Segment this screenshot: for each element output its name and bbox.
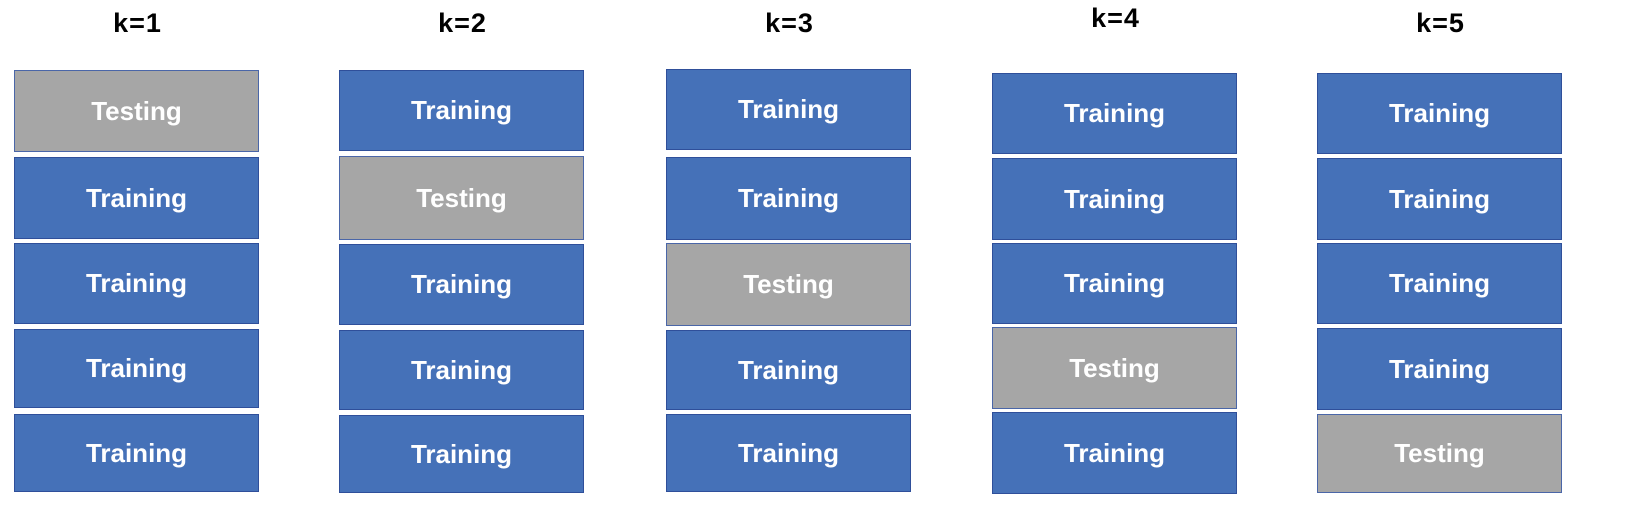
fold-box-testing: Testing [1317, 414, 1562, 493]
fold-title: k=4 [1091, 3, 1140, 33]
fold-box-training: Training [666, 330, 911, 410]
fold-box-training: Training [992, 243, 1237, 324]
fold-box-training: Training [992, 412, 1237, 494]
fold-box-training: Training [339, 244, 584, 325]
fold-box-training: Training [666, 414, 911, 492]
fold-box-training: Training [666, 157, 911, 240]
fold-title: k=2 [438, 8, 487, 38]
fold-box-training: Training [992, 158, 1237, 240]
fold-title: k=3 [765, 8, 814, 38]
fold-title: k=1 [113, 8, 162, 38]
fold-box-training: Training [339, 70, 584, 151]
fold-box-training: Training [666, 69, 911, 150]
fold-box-training: Training [992, 73, 1237, 154]
fold-box-training: Training [1317, 243, 1562, 324]
fold-box-testing: Testing [14, 70, 259, 152]
fold-box-testing: Testing [666, 243, 911, 326]
fold-box-training: Training [14, 243, 259, 324]
fold-title: k=5 [1416, 8, 1465, 38]
fold-box-training: Training [339, 330, 584, 410]
fold-box-training: Training [14, 329, 259, 408]
fold-box-training: Training [1317, 73, 1562, 154]
fold-box-training: Training [339, 415, 584, 493]
fold-box-training: Training [14, 157, 259, 239]
fold-box-testing: Testing [992, 327, 1237, 409]
fold-box-training: Training [14, 414, 259, 492]
fold-box-training: Training [1317, 328, 1562, 410]
fold-box-training: Training [1317, 158, 1562, 240]
fold-box-testing: Testing [339, 156, 584, 240]
